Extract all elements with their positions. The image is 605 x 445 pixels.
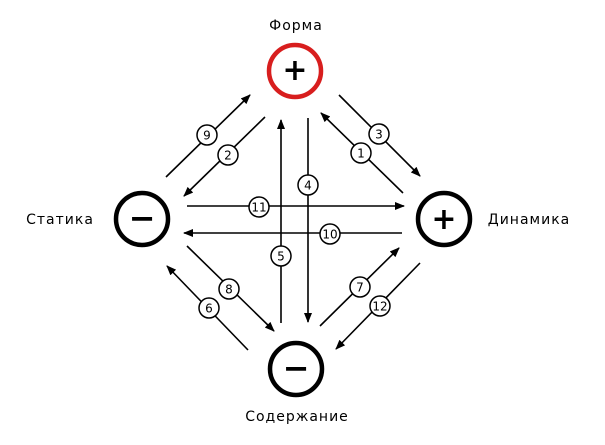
arrow-badge-number: 5 xyxy=(277,250,285,264)
arrow-badge-circle xyxy=(319,223,341,245)
node-soderzhanie-sign-icon: − xyxy=(283,349,310,387)
arrow-badge-1: 1 xyxy=(350,142,372,164)
node-forma: + Форма xyxy=(266,18,324,100)
arrow-badge-12: 12 xyxy=(369,295,391,317)
arrow-badge-number: 9 xyxy=(203,129,211,143)
arrow-badge-2: 2 xyxy=(217,144,239,166)
arrow-badge-number: 8 xyxy=(225,283,233,297)
node-forma-sign-icon: + xyxy=(282,53,307,88)
node-soderzhanie-label: Содержание xyxy=(245,409,349,425)
arrow-badge-circle xyxy=(350,142,372,164)
node-soderzhanie-ring xyxy=(267,340,325,398)
arrow-badge-6: 6 xyxy=(198,297,220,319)
arrow-badge-number: 12 xyxy=(372,300,387,314)
node-soderzhanie: − Содержание xyxy=(245,340,349,425)
arrow-badge-number: 1 xyxy=(357,147,365,161)
node-dinamika-ring xyxy=(415,190,473,248)
node-statika-label: Статика xyxy=(26,212,94,228)
arrow-badge-10: 10 xyxy=(319,223,341,245)
node-dinamika: + Динамика xyxy=(415,190,570,248)
arrow-badge-circle xyxy=(369,295,391,317)
node-statika-ring xyxy=(113,190,171,248)
arrow-badge-circle xyxy=(270,245,292,267)
node-forma-ring xyxy=(266,42,324,100)
arrow-badge-circle xyxy=(297,174,319,196)
arrow-badge-circle xyxy=(349,276,371,298)
arrow-badge-3: 3 xyxy=(368,123,390,145)
node-dinamika-label: Динамика xyxy=(488,212,570,228)
arrow-badge-number: 2 xyxy=(224,149,232,163)
arrow-badge-number: 7 xyxy=(356,281,364,295)
arrow-badge-circle xyxy=(218,278,240,300)
arrow-badge-circle xyxy=(248,196,270,218)
arrow-badge-5: 5 xyxy=(270,245,292,267)
arrow-badge-8: 8 xyxy=(218,278,240,300)
node-forma-label: Форма xyxy=(269,18,323,34)
arrow-badge-number: 3 xyxy=(375,128,383,142)
arrow-badge-9: 9 xyxy=(196,124,218,146)
arrow-badge-number: 10 xyxy=(322,228,337,242)
arrow-badge-number: 11 xyxy=(251,201,266,215)
arrow-badge-number: 4 xyxy=(304,179,312,193)
arrow-badge-4: 4 xyxy=(297,174,319,196)
arrow-badge-7: 7 xyxy=(349,276,371,298)
node-statika: − Статика xyxy=(26,190,171,248)
arrow-badge-circle xyxy=(196,124,218,146)
arrow-badge-11: 11 xyxy=(248,196,270,218)
arrow-badge-circle xyxy=(198,297,220,319)
arrow-badge-circle xyxy=(368,123,390,145)
node-dinamika-sign-icon: + xyxy=(431,202,456,237)
arrow-badge-number: 6 xyxy=(205,302,213,316)
node-statika-sign-icon: − xyxy=(129,199,156,237)
arrow-badge-circle xyxy=(217,144,239,166)
